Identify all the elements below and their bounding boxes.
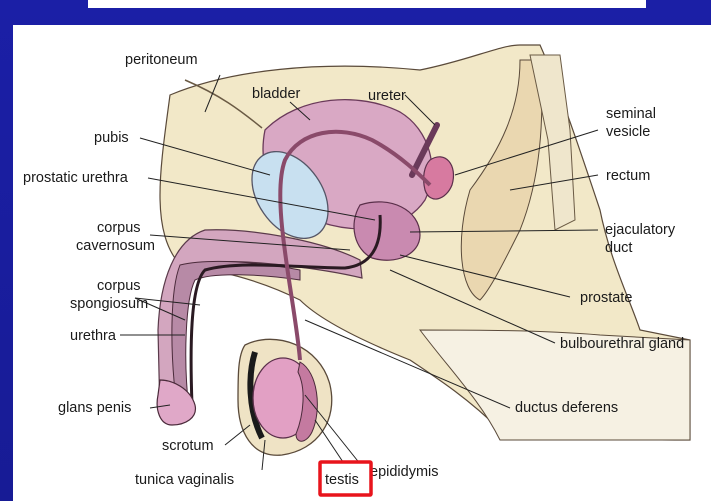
label-urethra: urethra (70, 328, 117, 344)
label-ejaculatory-duct-1: ejaculatory (605, 222, 676, 238)
label-bladder: bladder (252, 86, 301, 102)
label-seminal-vesicle-1: seminal (606, 106, 656, 122)
testis-highlight: testis (320, 462, 371, 495)
label-ureter: ureter (368, 88, 406, 104)
label-rectum: rectum (606, 168, 650, 184)
label-glans-penis: glans penis (58, 400, 131, 416)
label-seminal-vesicle-2: vesicle (606, 124, 650, 140)
label-prostate: prostate (580, 290, 632, 306)
label-corpus-cavernosum-2: cavernosum (76, 238, 155, 254)
label-corpus-spongiosum-1: corpus (97, 278, 141, 294)
label-tunica-vaginalis: tunica vaginalis (135, 472, 234, 488)
label-testis: testis (325, 472, 359, 488)
label-ductus-deferens: ductus deferens (515, 400, 618, 416)
label-scrotum: scrotum (162, 438, 214, 454)
label-pubis: pubis (94, 130, 129, 146)
label-ejaculatory-duct-2: duct (605, 240, 632, 256)
label-epididymis: epididymis (370, 464, 439, 480)
label-bulbourethral-gland: bulbourethral gland (560, 336, 684, 352)
label-peritoneum: peritoneum (125, 52, 198, 68)
glans-shape (157, 380, 195, 425)
label-corpus-cavernosum-1: corpus (97, 220, 141, 236)
label-prostatic-urethra: prostatic urethra (23, 170, 129, 186)
label-corpus-spongiosum-2: spongiosum (70, 296, 148, 312)
